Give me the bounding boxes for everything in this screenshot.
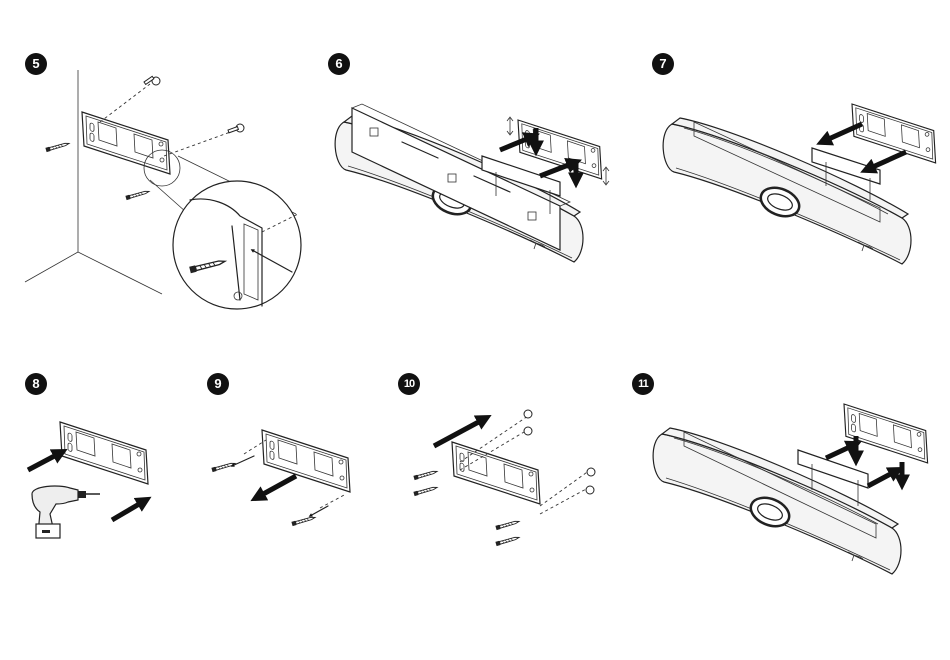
wall-anchor-icon <box>586 486 594 494</box>
step-5-illustration <box>25 70 301 309</box>
step-7-illustration <box>663 104 935 264</box>
arrow-icon <box>434 418 486 446</box>
screw-icon <box>495 519 519 530</box>
screw-icon <box>413 485 437 496</box>
arrow-icon <box>256 476 296 498</box>
step-11-illustration <box>653 404 927 574</box>
wall-anchor-icon <box>587 468 595 476</box>
screw-icon <box>125 189 149 200</box>
drill-icon <box>32 486 100 538</box>
arrow-icon <box>112 500 146 520</box>
mounting-bracket <box>452 442 540 504</box>
arrow-icon <box>866 152 906 170</box>
mounting-bracket <box>852 104 936 163</box>
screw-icon <box>211 461 235 472</box>
screw-icon <box>45 141 69 152</box>
screw-icon <box>291 515 315 526</box>
mounting-bracket <box>82 112 170 174</box>
arrow-icon <box>28 452 62 470</box>
arrow-icon <box>868 470 898 486</box>
step-10-illustration <box>413 410 595 546</box>
step-6-illustration <box>335 104 609 262</box>
arrow-icon <box>826 444 856 458</box>
screw-icon <box>495 535 519 546</box>
step-9-illustration <box>211 430 350 526</box>
wall-anchor-icon <box>524 410 532 418</box>
screw-icon <box>413 469 437 480</box>
soundbar-device <box>653 428 901 574</box>
wall-anchor-icon <box>524 427 532 435</box>
mounting-bracket <box>60 422 148 484</box>
step-8-illustration <box>28 422 148 538</box>
mounting-bracket <box>262 430 350 492</box>
